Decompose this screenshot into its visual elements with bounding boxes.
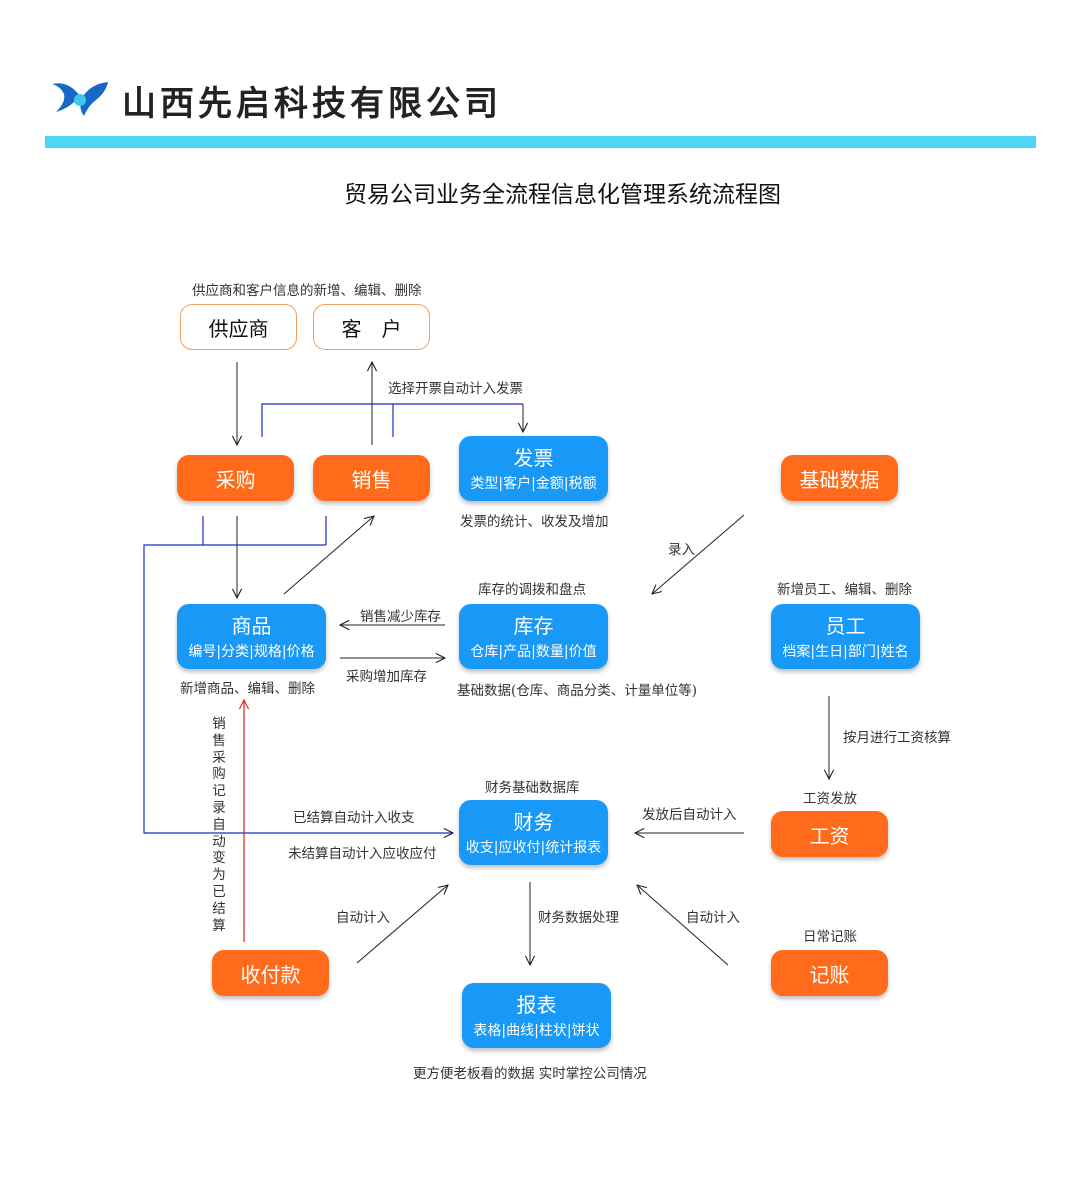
diagram-title: 贸易公司业务全流程信息化管理系统流程图 (344, 182, 781, 208)
label-auto-in-left: 自动计入 (336, 910, 390, 926)
node-employee: 员工 档案|生日|部门|姓名 (771, 604, 920, 669)
inventory-fields: 仓库|产品|数量|价值 (470, 643, 597, 660)
node-goods: 商品 编号|分类|规格|价格 (177, 604, 326, 669)
node-supplier: 供应商 (180, 304, 297, 350)
label-monthly-salary: 按月进行工资核算 (843, 730, 951, 746)
line-to-invoice (261, 403, 523, 437)
node-payment: 收付款 (212, 950, 329, 996)
company-logo-icon (52, 82, 108, 116)
label-finance-process: 财务数据处理 (538, 910, 619, 926)
report-title: 报表 (516, 992, 557, 1017)
label-finance-db: 财务基础数据库 (485, 780, 580, 796)
label-purchase-increase: 采购增加库存 (346, 669, 427, 685)
label-entry: 录入 (668, 542, 695, 558)
goods-fields: 编号|分类|规格|价格 (188, 643, 315, 660)
node-bookkeeping: 记账 (771, 950, 888, 996)
label-sales-reduce: 销售减少库存 (360, 609, 441, 625)
label-invoice-note: 发票的统计、收发及增加 (460, 514, 609, 530)
node-purchase: 采购 (177, 455, 294, 501)
label-invoice-select: 选择开票自动计入发票 (388, 381, 523, 397)
node-sales: 销售 (313, 455, 430, 501)
company-name: 山西先启科技有限公司 (122, 84, 502, 124)
node-salary: 工资 (771, 811, 888, 857)
invoice-fields: 类型|客户|金额|税额 (470, 475, 597, 492)
label-supplier-customer-note: 供应商和客户信息的新增、编辑、删除 (192, 283, 422, 299)
header-bar (45, 136, 1036, 148)
label-goods-note: 新增商品、编辑、删除 (180, 681, 315, 697)
label-after-issue: 发放后自动计入 (642, 807, 737, 823)
label-sales-purchase-vertical: 销售采购记录自动变为已结算 (212, 716, 226, 934)
node-basic-data: 基础数据 (781, 455, 898, 501)
label-inventory-note: 库存的调拨和盘点 (478, 582, 586, 598)
arrow-payment-finance (356, 885, 448, 964)
label-auto-in-right: 自动计入 (686, 910, 740, 926)
inventory-title: 库存 (513, 613, 554, 638)
node-finance: 财务 收支|应收付|统计报表 (459, 800, 608, 865)
label-daily-bookkeeping: 日常记账 (803, 929, 857, 945)
finance-fields: 收支|应收付|统计报表 (465, 839, 602, 856)
label-inventory-basic: 基础数据(仓库、商品分类、计量单位等) (457, 683, 698, 699)
node-invoice: 发票 类型|客户|金额|税额 (459, 436, 608, 501)
arrow-basic-inventory (652, 514, 745, 594)
goods-title: 商品 (231, 613, 272, 638)
arrow-goods-sales (283, 516, 374, 595)
label-unsettled: 未结算自动计入应收应付 (288, 846, 437, 862)
label-report-note: 更方便老板看的数据 实时掌控公司情况 (413, 1066, 647, 1082)
label-settled: 已结算自动计入收支 (293, 810, 415, 826)
node-inventory: 库存 仓库|产品|数量|价值 (459, 604, 608, 669)
employee-fields: 档案|生日|部门|姓名 (782, 643, 909, 660)
label-salary-issue: 工资发放 (803, 791, 857, 807)
report-fields: 表格|曲线|柱状|饼状 (473, 1022, 600, 1039)
employee-title: 员工 (825, 613, 866, 638)
label-employee-note: 新增员工、编辑、删除 (777, 582, 912, 598)
node-customer: 客 户 (313, 304, 430, 350)
invoice-title: 发票 (513, 445, 554, 470)
node-report: 报表 表格|曲线|柱状|饼状 (462, 983, 611, 1048)
arrow-bookkeeping-finance (637, 885, 729, 966)
line-loop-finance (143, 544, 453, 833)
finance-title: 财务 (513, 809, 554, 834)
